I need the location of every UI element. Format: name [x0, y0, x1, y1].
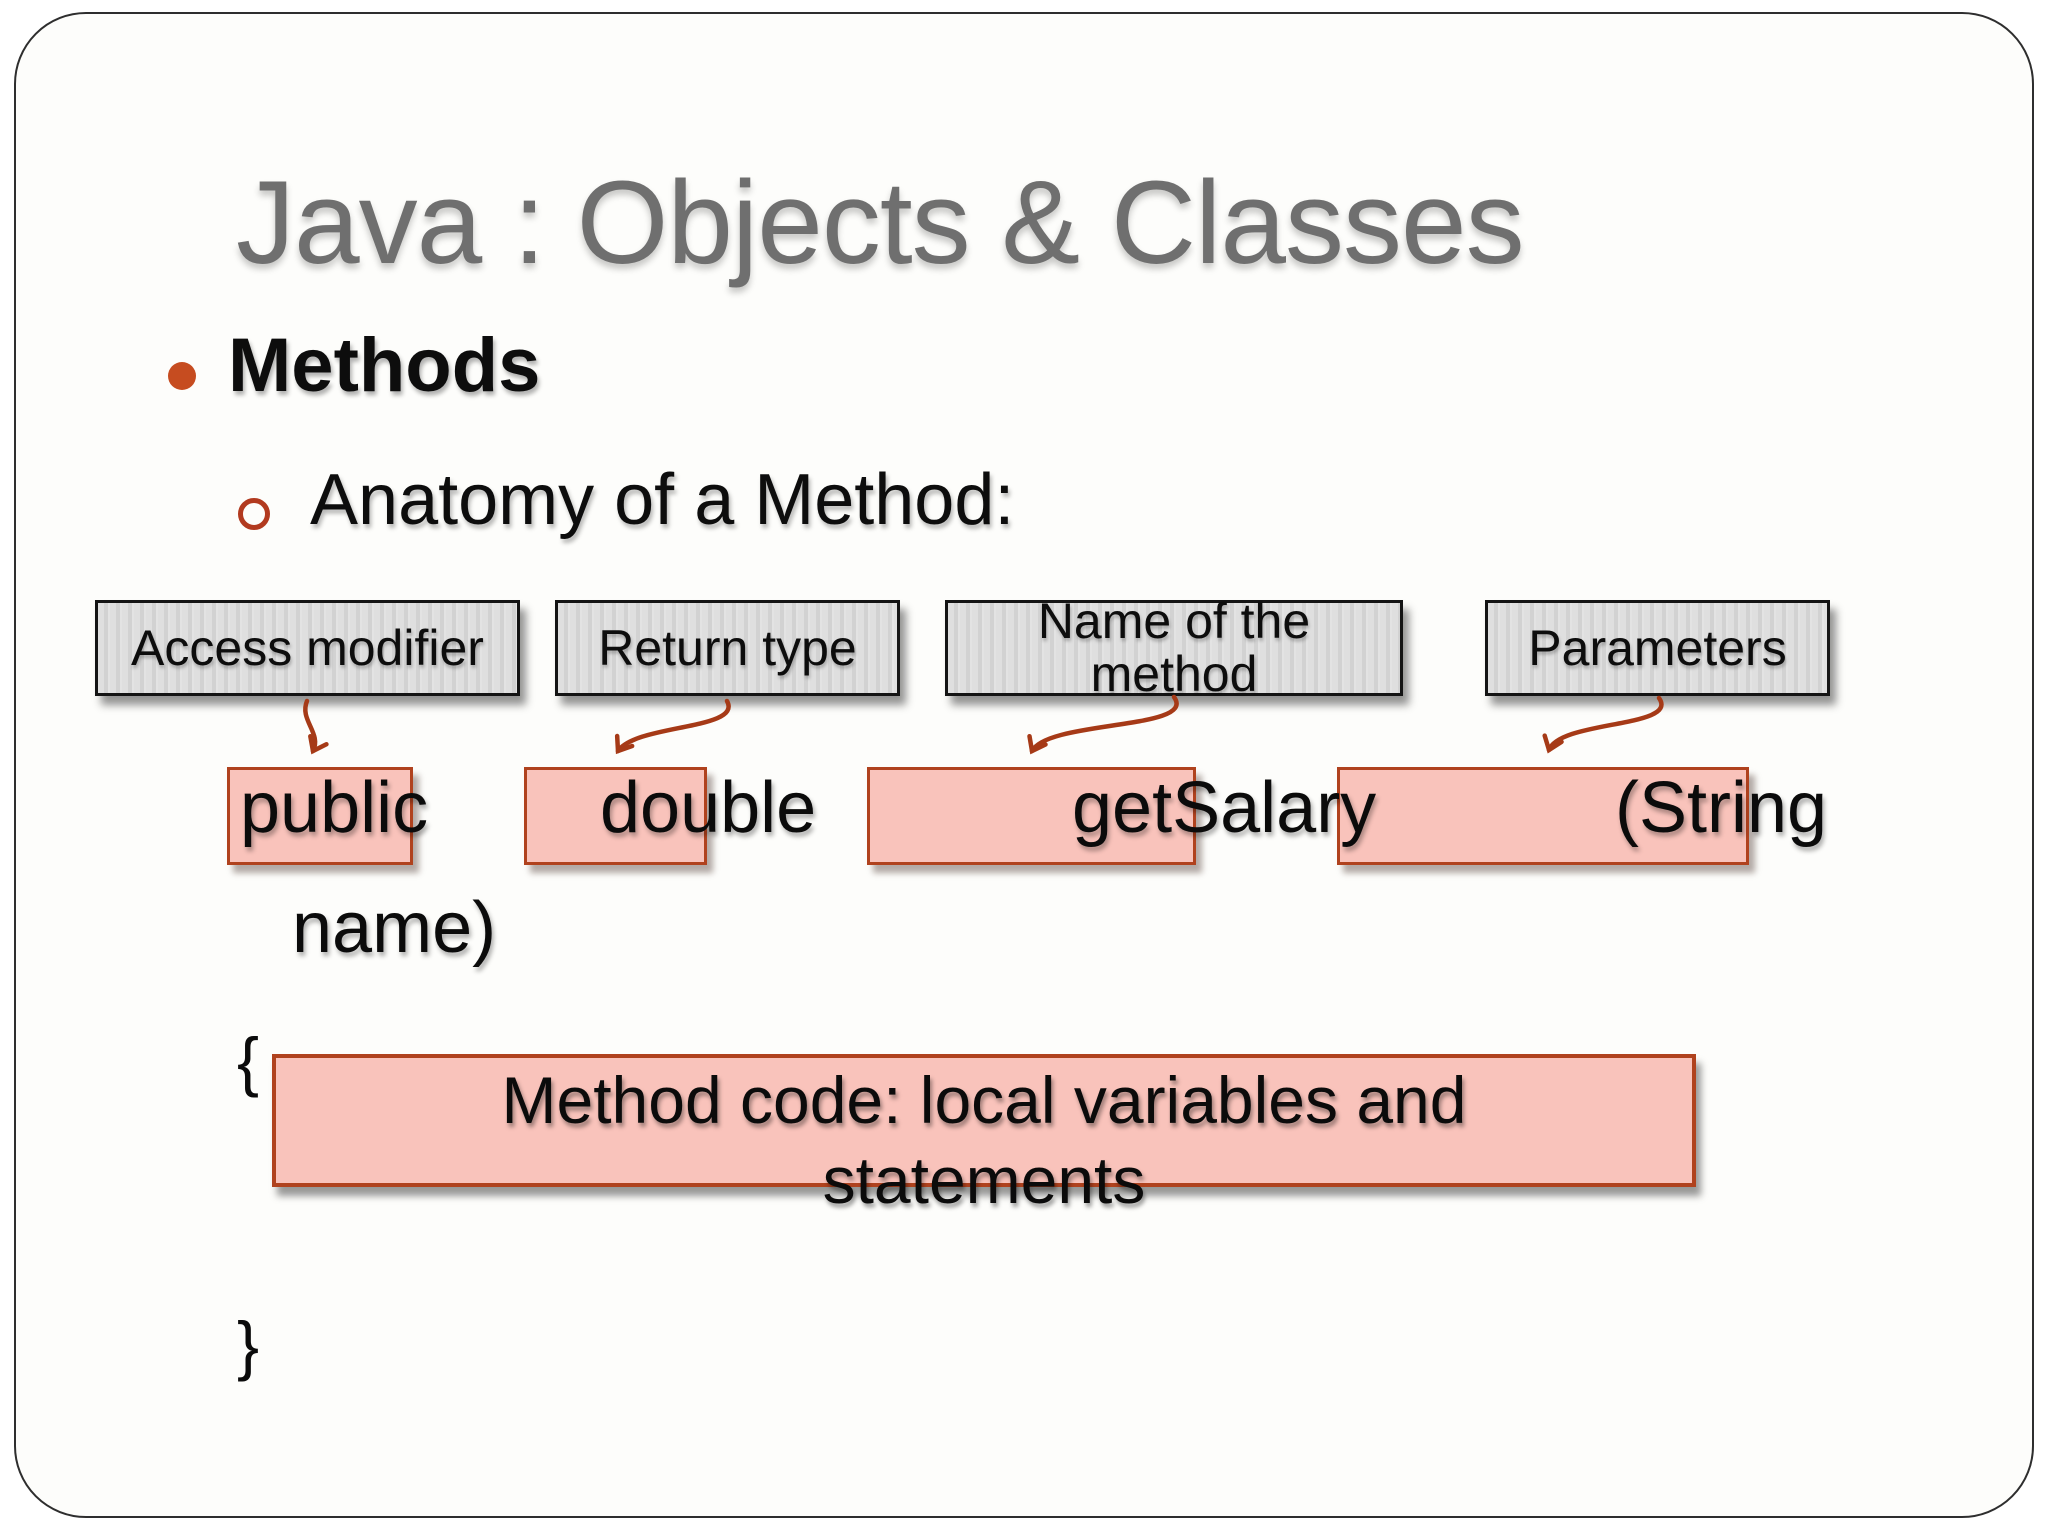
callout-access-modifier: Access modifier: [95, 600, 520, 696]
method-body-text: Method code: local variables and stateme…: [501, 1063, 1467, 1217]
code-token-getsalary: getSalary: [1072, 768, 1377, 848]
open-brace: {: [237, 1024, 260, 1098]
code-token-double: double: [600, 768, 817, 848]
callout-parameters: Parameters: [1485, 600, 1830, 696]
page-title: Java : Objects & Classes: [236, 157, 1525, 289]
close-brace: }: [237, 1308, 260, 1382]
highlight-box-return-type: [524, 767, 707, 865]
code-token-public: public: [240, 768, 429, 848]
code-token-name: name): [292, 888, 497, 968]
highlight-box-method-name: [867, 767, 1196, 865]
callout-label: Return type: [598, 619, 857, 676]
code-token-string: (String: [1615, 768, 1828, 848]
callout-method-name: Name of the method: [945, 595, 1403, 701]
callout-label: Name of the method: [1037, 593, 1311, 702]
bullet-dot-icon: [168, 362, 196, 390]
slide-frame: [14, 12, 2034, 1518]
callout-label: Access modifier: [131, 619, 484, 676]
bullet-anatomy: Anatomy of a Method:: [310, 460, 1015, 540]
highlight-box-parameters: [1337, 767, 1749, 865]
bullet-methods: Methods: [228, 323, 541, 408]
highlight-box-access-modifier: [227, 767, 413, 865]
callout-return-type: Return type: [555, 600, 900, 696]
bullet-circle-icon: [238, 498, 270, 530]
method-body-box: Method code: local variables and stateme…: [272, 1054, 1696, 1217]
callout-label: Parameters: [1528, 619, 1787, 676]
